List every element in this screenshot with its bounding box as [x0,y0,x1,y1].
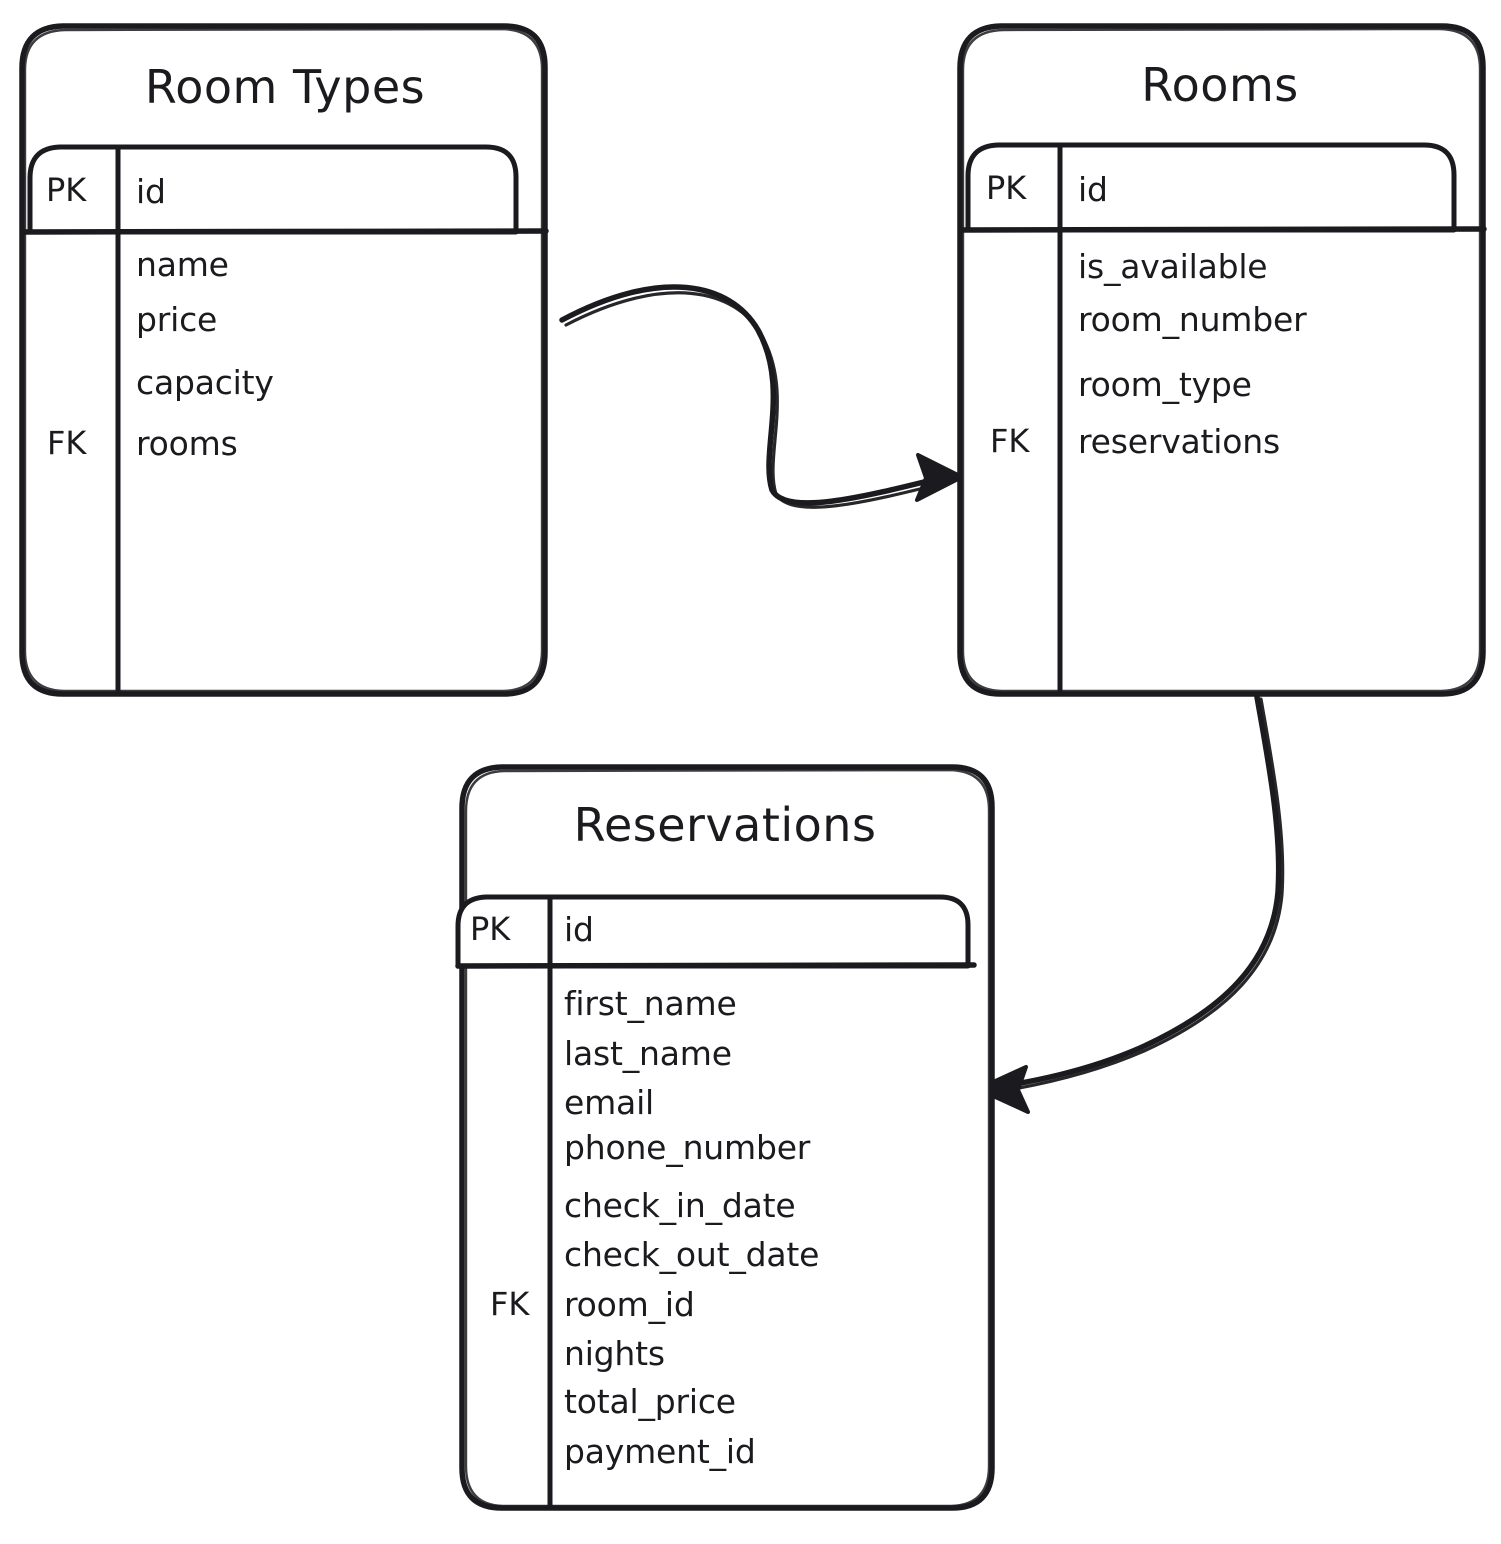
pk-label-room-types: PK [46,171,87,209]
fk-label-rooms: FK [990,422,1030,460]
pk-field-rooms: id [1078,170,1108,209]
field-reservations-5: check_out_date [564,1235,820,1274]
fk-label-room-types: FK [47,424,87,462]
relationship-rooms-to-reservations[interactable] [976,694,1285,1114]
pk-row-panel [455,894,971,969]
fk-label-reservations: FK [490,1285,530,1323]
field-reservations-9: payment_id [564,1432,756,1471]
entity-reservations-frame [455,764,995,1511]
pk-divider-line [20,228,549,235]
field-reservations-1: last_name [564,1034,732,1073]
entity-outline-sketch [464,768,991,1508]
entity-room-types[interactable]: Room Types PK id name price capacity roo… [0,0,570,720]
entity-rooms-frame [957,23,1487,697]
relationship-room-types-to-rooms[interactable] [559,284,964,509]
field-reservations-8: total_price [564,1382,736,1421]
entity-outline [957,23,1486,697]
connector2-line-secondary [994,697,1285,1094]
entity-outline [19,23,548,697]
pk-field-room-types: id [136,172,166,211]
field-reservations-0: first_name [564,984,737,1023]
pk-label-reservations: PK [470,910,511,948]
arrowhead-to-reservations [976,1065,1030,1114]
pk-divider-line [455,962,977,969]
field-rooms-3: reservations [1078,422,1280,461]
field-reservations-2: email [564,1083,655,1122]
entity-title-rooms: Rooms [1141,58,1299,112]
entity-outline-sketch [961,27,1482,693]
pk-label-rooms: PK [986,169,1027,207]
connector-line-primary [559,284,943,506]
field-room-types-1: price [136,300,218,339]
entity-rooms[interactable]: Rooms PK id is_available room_number roo… [940,0,1500,720]
entity-title-reservations: Reservations [573,798,877,852]
field-rooms-2: room_type [1078,365,1252,404]
field-reservations-7: nights [564,1334,665,1373]
pk-divider-line [958,226,1487,233]
entity-outline-sketch [23,27,544,693]
field-reservations-6: room_id [564,1285,695,1324]
field-room-types-0: name [136,245,229,284]
pk-field-reservations: id [564,910,594,949]
field-room-types-3: rooms [136,424,238,463]
field-room-types-2: capacity [136,363,274,402]
pk-row-panel [965,142,1457,233]
entity-title-room-types: Room Types [144,60,426,114]
entity-room-types-frame [19,23,549,697]
arrowhead-to-rooms [915,453,964,502]
entity-reservations[interactable]: Reservations PK id first_name last_name … [440,750,1010,1540]
field-rooms-0: is_available [1078,247,1268,286]
field-rooms-1: room_number [1078,300,1307,339]
field-reservations-4: check_in_date [564,1186,796,1225]
connector2-line-primary [989,694,1282,1091]
connector-line-secondary [564,291,946,509]
pk-row-panel [27,144,519,235]
field-reservations-3: phone_number [564,1128,811,1167]
